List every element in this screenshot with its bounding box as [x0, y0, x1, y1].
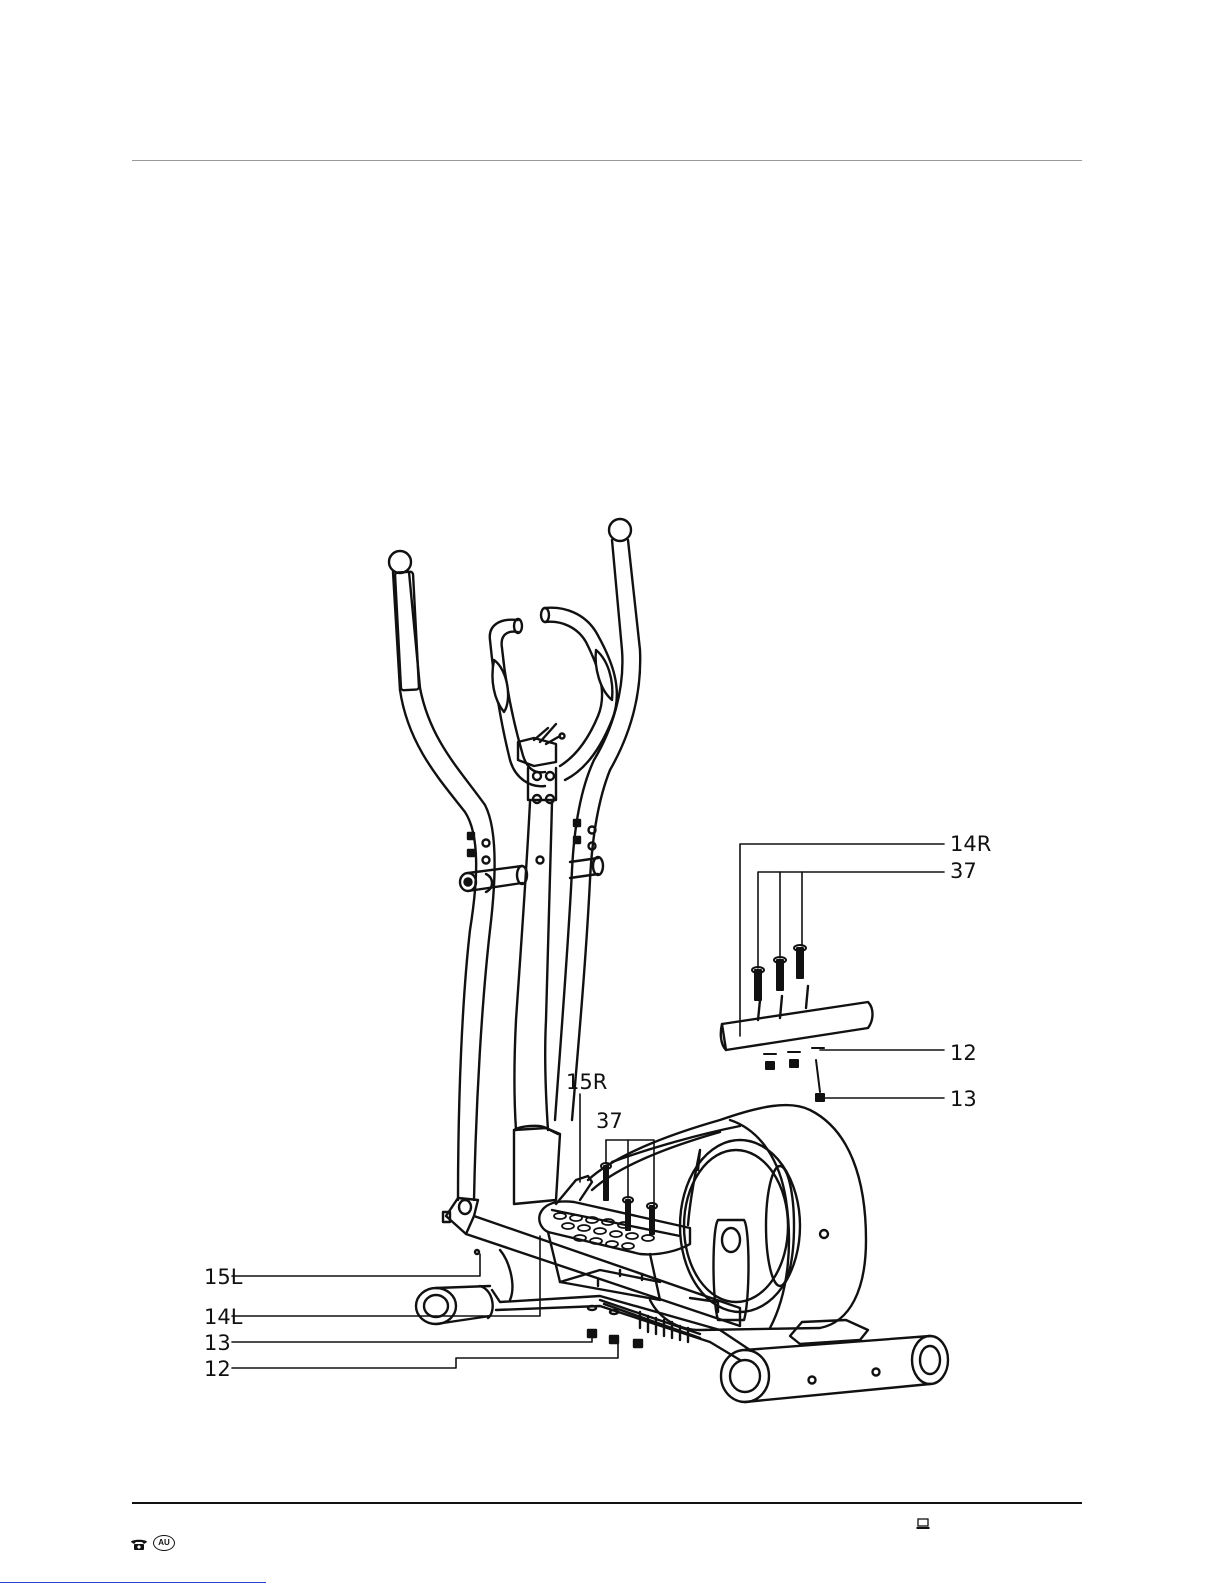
- pedal-bolts-37: [601, 1163, 657, 1234]
- callout-12-exploded: 12: [950, 1041, 977, 1065]
- upright-mast: [514, 802, 560, 1204]
- right-pedal: [539, 1176, 690, 1300]
- region-badge: AU: [153, 1535, 175, 1551]
- exploded-right-pedal-14R: [721, 945, 873, 1101]
- exploded-washers-nuts: [764, 1048, 824, 1101]
- exploded-bolts-37: [752, 945, 806, 1000]
- bottom-divider: [132, 1502, 1082, 1504]
- callout-14R: 14R: [950, 832, 991, 856]
- phone-icon: [129, 1537, 149, 1551]
- callout-13-left: 13: [204, 1331, 231, 1355]
- left-moving-handlebar: [389, 551, 495, 1200]
- callout-15R: 15R: [566, 1070, 607, 1094]
- fixed-pulse-handlebar: [490, 608, 617, 787]
- callout-13-exploded: 13: [950, 1087, 977, 1111]
- callout-37-pedal: 37: [596, 1109, 623, 1133]
- callout-14L: 14L: [204, 1305, 243, 1329]
- page-footer: AU: [0, 1505, 1225, 1585]
- laptop-icon: [916, 1518, 930, 1530]
- callout-37-exploded: 37: [950, 859, 977, 883]
- callout-12-left: 12: [204, 1357, 231, 1381]
- front-stabilizer: [416, 1286, 493, 1324]
- rear-stabilizer: [721, 1320, 948, 1402]
- callout-15L: 15L: [204, 1265, 243, 1289]
- footer-link-underline[interactable]: [0, 1582, 266, 1583]
- console-bracket: [518, 724, 565, 803]
